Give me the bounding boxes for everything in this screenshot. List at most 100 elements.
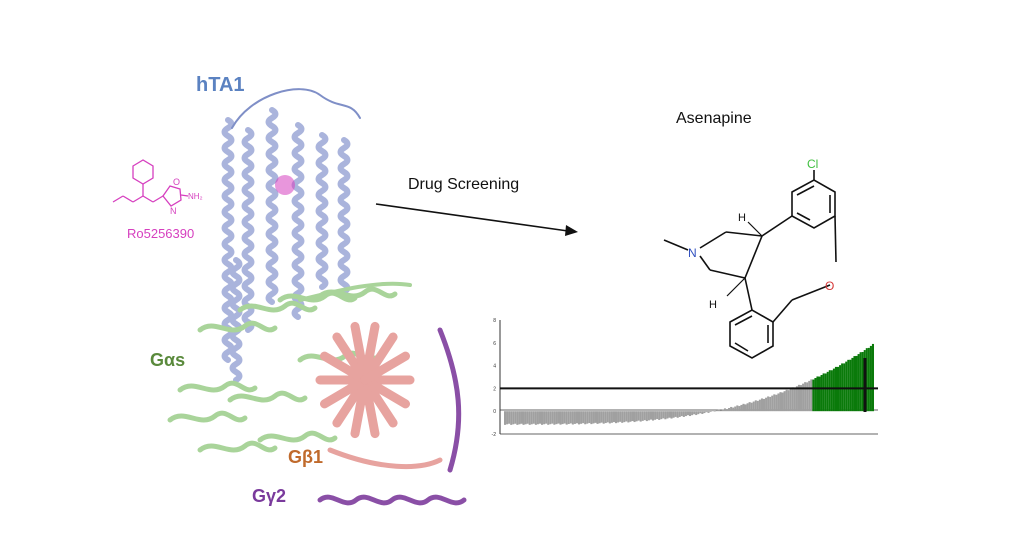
chart-bar <box>538 411 541 424</box>
chart-bar <box>750 402 753 412</box>
asenapine-label: Asenapine <box>676 110 752 127</box>
chart-bar <box>697 411 700 415</box>
chart-bar <box>588 411 591 424</box>
chart-bar-hit <box>865 348 868 412</box>
chart-bar <box>779 392 782 412</box>
chart-bar-hit <box>849 359 852 412</box>
chart-bar <box>575 411 578 424</box>
chart-bar-hit <box>861 352 864 412</box>
chart-bar-hit <box>828 370 831 412</box>
chart-bar <box>647 411 650 421</box>
chart-bar-hit <box>857 354 860 412</box>
receptor-helix <box>265 107 279 305</box>
chart-bar <box>783 391 786 412</box>
chart-bar <box>610 411 613 423</box>
chart-bar <box>530 411 533 425</box>
chart-bar <box>672 411 675 418</box>
chart-bar <box>695 411 698 416</box>
chart-bar <box>767 396 770 412</box>
chart-bar <box>551 411 554 424</box>
chart-bar <box>691 411 694 416</box>
chart-bar <box>730 406 733 412</box>
chart-bar <box>746 403 749 412</box>
chart-bar <box>631 411 634 422</box>
chart-bar <box>594 411 597 423</box>
chart-bar <box>555 411 558 425</box>
g-alpha-helix <box>197 320 278 333</box>
chart-bar <box>649 411 652 420</box>
chart-bar <box>680 411 683 417</box>
chart-bar <box>508 411 511 424</box>
asenapine-h1-atom: H <box>738 212 746 224</box>
chart-bar <box>686 411 689 416</box>
ligand-label: Ro5256390 <box>127 226 195 241</box>
receptor-helix <box>291 122 305 320</box>
chart-bar <box>582 411 585 424</box>
chart-bar <box>567 411 570 425</box>
g-alpha-helix <box>237 300 318 313</box>
chart-bar <box>666 411 669 419</box>
chart-bar-hit <box>847 359 850 412</box>
chart-bar <box>744 404 747 412</box>
chart-bar <box>506 411 509 425</box>
g-beta-helix <box>327 447 443 469</box>
chart-bar <box>810 379 813 412</box>
chart-bar <box>615 411 618 424</box>
chart-bar <box>629 411 632 422</box>
chart-tick-label: -2 <box>492 432 497 438</box>
chart-bar-hit <box>859 352 862 412</box>
chart-bar <box>781 392 784 412</box>
chart-bar <box>797 384 800 412</box>
g-alpha-label: Gαs <box>150 350 186 370</box>
chart-bar <box>510 411 513 425</box>
chart-bar <box>689 411 692 417</box>
chart-bar <box>736 405 739 412</box>
chart-bar <box>635 411 638 422</box>
asenapine-n-atom: N <box>688 246 697 260</box>
g-gamma-helix <box>317 494 467 506</box>
chart-bar <box>705 411 708 413</box>
g-alpha-helix <box>257 430 338 443</box>
chart-bar <box>534 411 537 425</box>
chart-bar <box>602 411 605 424</box>
chart-bar-hit <box>830 370 833 412</box>
chart-bar <box>775 394 778 412</box>
chart-bar <box>707 411 710 413</box>
chart-bar <box>516 411 519 425</box>
chart-bar <box>732 407 735 412</box>
chart-bar <box>518 411 521 425</box>
chart-bar <box>590 411 593 425</box>
chart-bar <box>612 411 615 423</box>
ligand-o-atom: O <box>173 177 180 187</box>
chart-tick-label: 4 <box>493 364 496 370</box>
chart-bar <box>520 411 523 424</box>
chart-bar <box>789 388 792 412</box>
chart-bar-hit <box>853 356 856 412</box>
chart-bar-hit <box>855 355 858 412</box>
chart-bar <box>592 411 595 424</box>
chart-bar <box>678 411 681 417</box>
chart-bar <box>726 409 729 412</box>
ligand-structure <box>112 159 182 207</box>
chart-bar <box>596 411 599 424</box>
chart-bar-hit <box>843 363 846 412</box>
chart-bar <box>524 411 527 425</box>
chart-bar-hit <box>822 373 825 412</box>
chart-bar <box>760 398 763 412</box>
chart-bar <box>565 411 568 425</box>
chart-bar <box>557 411 560 424</box>
g-gamma-helix <box>437 327 462 473</box>
chart-bar <box>586 411 589 424</box>
chart-bar <box>808 380 811 412</box>
chart-bar <box>571 411 574 425</box>
screening-arrow <box>375 203 578 236</box>
chart-bar <box>664 411 667 420</box>
chart-bar <box>553 411 556 425</box>
chart-bar <box>600 411 603 423</box>
chart-bar <box>748 402 751 412</box>
chart-bar <box>719 410 722 412</box>
chart-bar <box>645 411 648 422</box>
chart-bar-hit <box>818 376 821 412</box>
g-beta-label: Gβ1 <box>288 447 323 467</box>
